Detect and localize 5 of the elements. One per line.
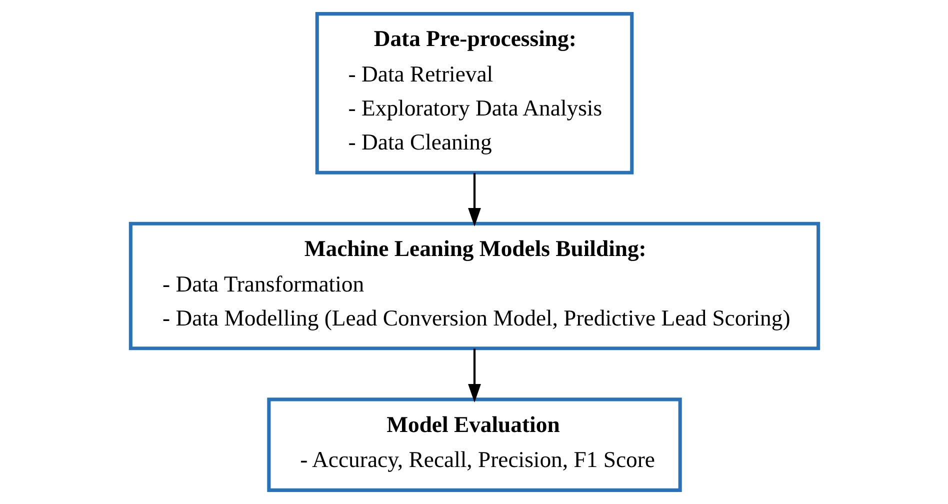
arrow <box>468 173 480 226</box>
node-box: Machine Leaning Models Building: - Data Transformation - Data Modelling (Lead Conversion Model, Predictive Lead Scoring) <box>128 222 820 350</box>
node-box: Model Evaluation - Accuracy, Recall, Precision, F1 Score <box>266 398 682 492</box>
node-box: Data Pre-processing: - Data Retrieval - Exploratory Data Analysis - Data Cleaning <box>314 12 634 174</box>
arrow <box>468 348 480 402</box>
